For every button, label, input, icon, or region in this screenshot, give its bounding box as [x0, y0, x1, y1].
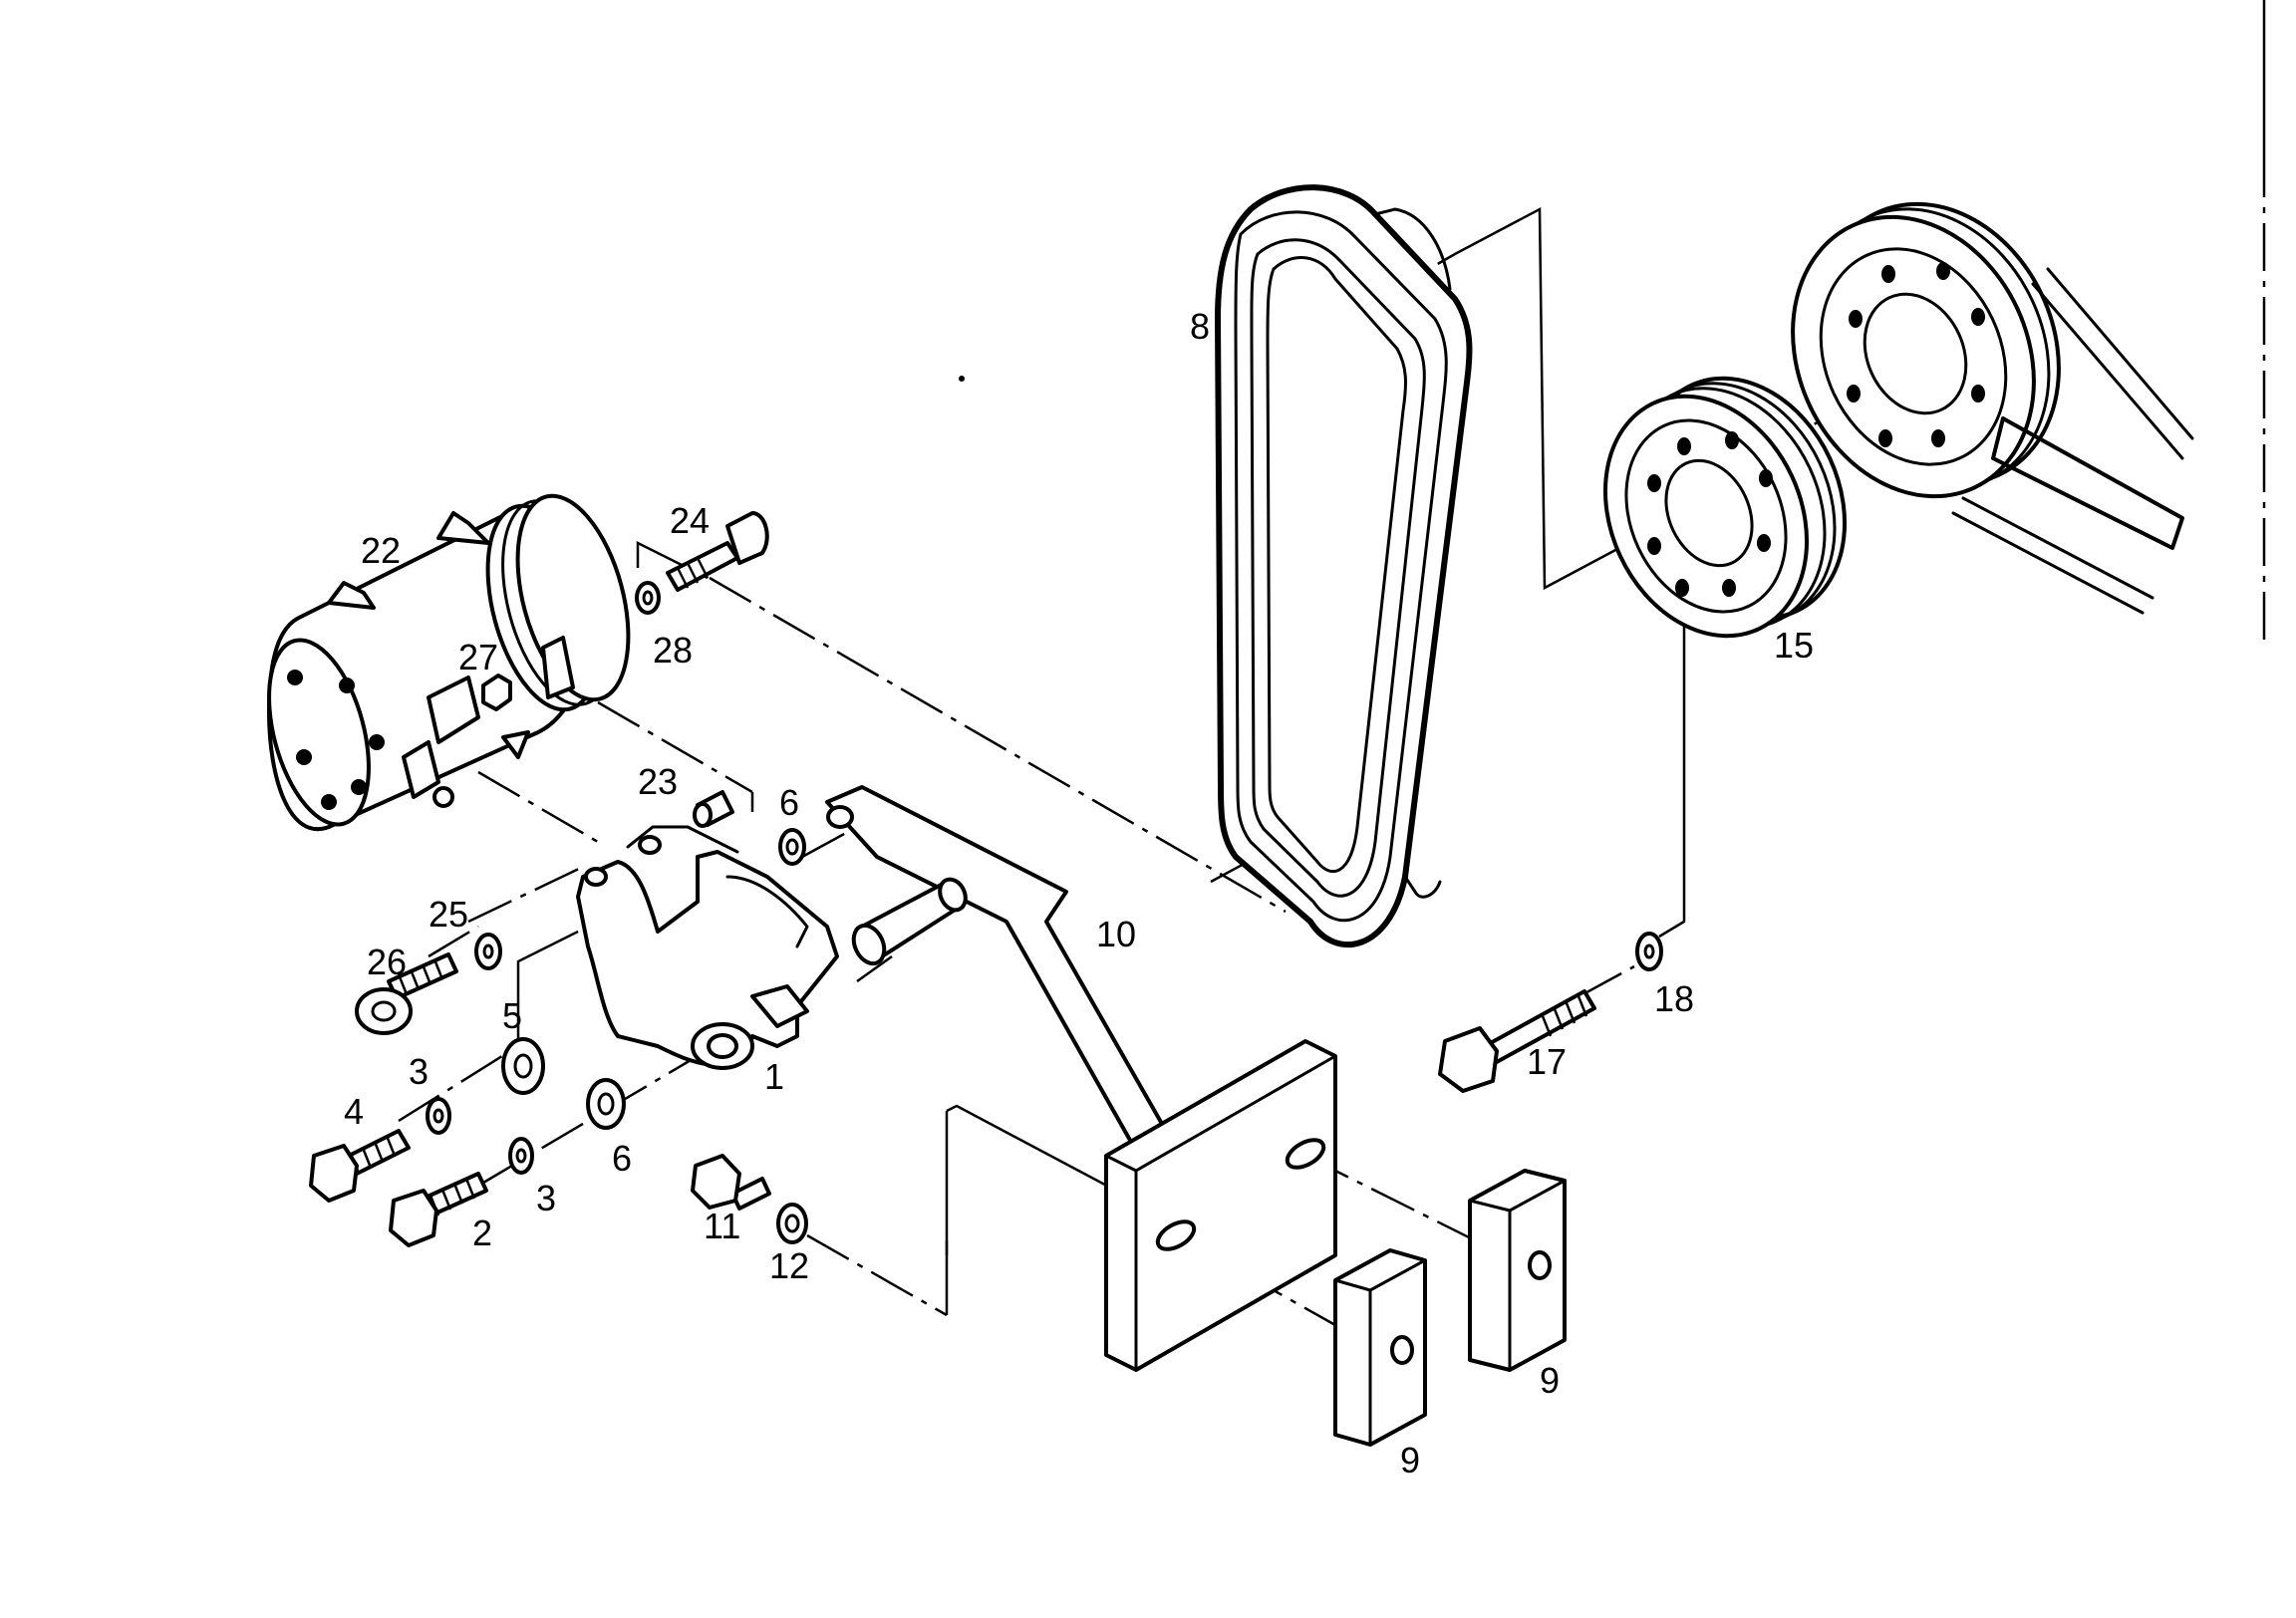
pulley — [1602, 376, 1848, 639]
callout-18: 18 — [1654, 978, 1694, 1019]
bolt-26 — [355, 952, 458, 1035]
callout-23: 23 — [638, 761, 678, 802]
clamp-block-left — [1333, 1248, 1427, 1447]
compressor — [267, 493, 631, 832]
lock-washer-3a — [426, 1097, 451, 1135]
lock-washer-3b — [508, 1137, 534, 1175]
washer-12 — [776, 1203, 808, 1244]
callout-2: 2 — [472, 1213, 492, 1253]
nut-27 — [481, 674, 512, 711]
callout-labels: 22 24 28 27 23 6 25 26 5 3 4 1 6 3 2 11 … — [344, 306, 1814, 1481]
bolt-11 — [691, 1154, 771, 1211]
callout-5: 5 — [502, 995, 522, 1036]
callout-8: 8 — [1190, 306, 1210, 347]
callout-15: 15 — [1774, 625, 1814, 666]
clamp-block-right — [1468, 1169, 1567, 1372]
callout-28: 28 — [653, 630, 693, 671]
callout-22: 22 — [361, 530, 401, 571]
lock-washer-28 — [635, 581, 661, 615]
callout-10: 10 — [1096, 914, 1136, 954]
callout-1: 1 — [764, 1056, 784, 1097]
callout-9-left: 9 — [1400, 1440, 1420, 1481]
spacer-23 — [693, 790, 734, 828]
callout-9-right: 9 — [1540, 1360, 1560, 1401]
callout-4: 4 — [344, 1091, 364, 1132]
callout-11: 11 — [704, 1206, 740, 1246]
bolt-24 — [666, 511, 769, 592]
v-belt — [1215, 184, 1473, 948]
callout-26: 26 — [367, 942, 407, 982]
bolt-17 — [1438, 989, 1596, 1093]
callout-27: 27 — [458, 637, 498, 677]
callout-3-lower: 3 — [536, 1178, 556, 1218]
callout-25: 25 — [429, 894, 468, 935]
callout-6-lower: 6 — [612, 1138, 632, 1179]
washer-6-upper — [778, 828, 806, 866]
support-arm — [825, 785, 1337, 1372]
lock-washer-18 — [1635, 932, 1663, 971]
washer-5 — [501, 1037, 545, 1095]
washer-6-lower — [586, 1078, 626, 1130]
bolt-2 — [389, 1172, 488, 1247]
callout-3-upper: 3 — [409, 1051, 429, 1092]
callout-17: 17 — [1527, 1041, 1567, 1082]
spacer-tube — [851, 877, 968, 966]
engine-pulley — [1791, 201, 2194, 615]
bolt-4 — [309, 1129, 411, 1203]
mounting-bracket — [576, 825, 839, 1070]
stray-mark — [959, 376, 965, 382]
callout-12: 12 — [769, 1245, 809, 1286]
callout-6-upper: 6 — [779, 782, 799, 823]
callout-24: 24 — [670, 500, 710, 541]
lock-washer-25 — [474, 933, 502, 970]
